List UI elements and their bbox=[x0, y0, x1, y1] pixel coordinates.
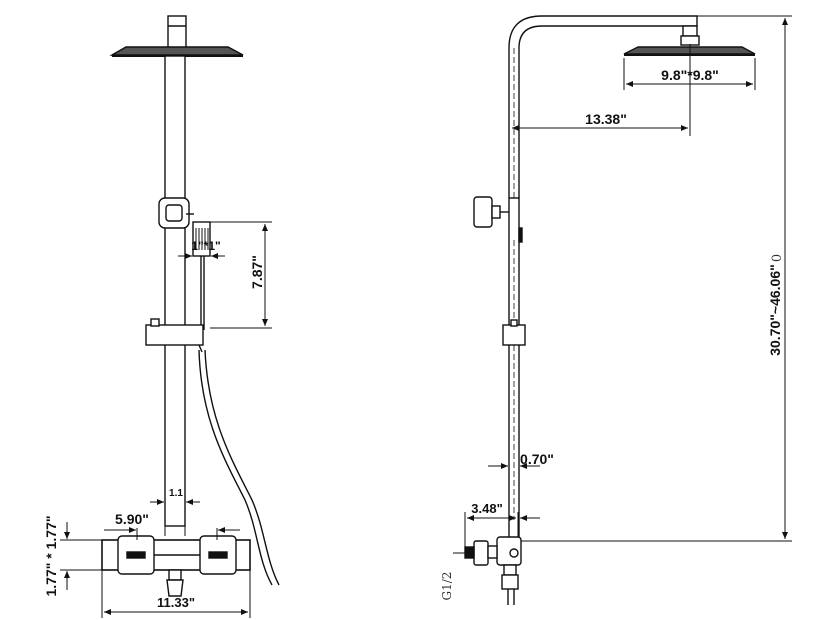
slider-holder bbox=[145, 324, 204, 346]
mixer-spacing-label: 5.90" bbox=[115, 511, 149, 527]
pipe-diameter-label: 0.70" bbox=[520, 451, 554, 467]
height-mark-label: 0 bbox=[770, 254, 785, 262]
mixer-height-label: 1.77" * 1.77" bbox=[43, 516, 59, 597]
upper-holder bbox=[158, 197, 190, 229]
side-dimensions bbox=[453, 15, 792, 554]
front-shower-head bbox=[109, 46, 244, 56]
mixer-width-label: 11.33" bbox=[157, 595, 195, 610]
wall-offset-label: 3.48" bbox=[471, 501, 502, 516]
handset-size-label: 1"*1" bbox=[191, 239, 220, 253]
front-view bbox=[101, 15, 280, 597]
side-view bbox=[464, 15, 756, 605]
front-dimensions bbox=[60, 221, 272, 618]
pipe-small-label: 1.1 bbox=[169, 488, 183, 499]
head-size-label: 9.8"*9.8" bbox=[661, 67, 719, 83]
side-slider bbox=[502, 324, 526, 346]
diverter-knob bbox=[473, 196, 493, 228]
thread-label: G1/2 bbox=[440, 572, 454, 601]
handset-height-label: 7.87" bbox=[249, 255, 265, 289]
shower-arm bbox=[508, 15, 698, 198]
front-column bbox=[164, 55, 186, 527]
arm-length-label: 13.38" bbox=[585, 111, 627, 127]
height-range-label: 30.70"~46.06" bbox=[767, 264, 783, 356]
head-connector bbox=[167, 15, 187, 49]
hose bbox=[198, 349, 273, 586]
